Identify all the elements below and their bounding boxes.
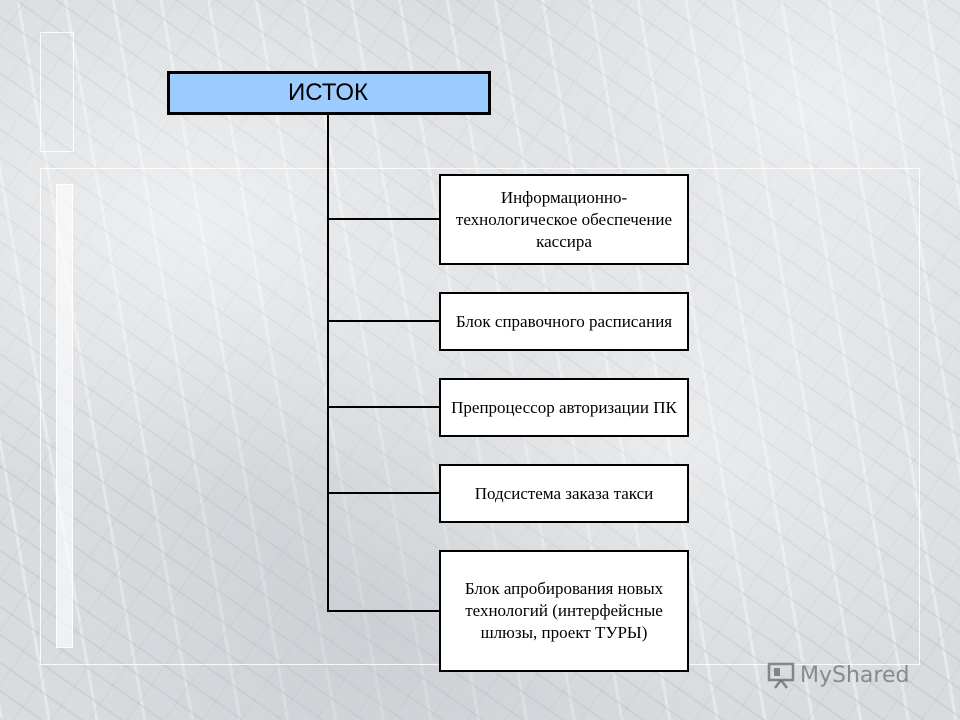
branch-connector-4 (327, 492, 440, 494)
branch-connector-3 (327, 406, 440, 408)
root-node-label: ИСТОК (288, 79, 369, 106)
child-node-label: Подсистема заказа такси (474, 483, 654, 503)
child-node-label: Блок справочного расписания (455, 311, 673, 331)
slide-frame-top (40, 32, 74, 152)
branch-connector-2 (327, 320, 440, 322)
child-node-taxi: Подсистема заказа такси (439, 464, 689, 523)
child-node-timetable: Блок справочного расписания (439, 292, 689, 351)
presentation-icon (767, 662, 795, 689)
child-node-label: Блок апробирования новых технологий (инт… (464, 579, 664, 642)
child-node-new-tech: Блок апробирования новых технологий (инт… (439, 550, 689, 672)
watermark-text: MyShared (800, 662, 910, 688)
trunk-connector (327, 115, 329, 612)
child-node-label: Информационно-технологическое обеспечени… (455, 187, 673, 251)
slide-decor-bar (56, 184, 73, 648)
child-node-preprocessor: Препроцессор авторизации ПК (439, 378, 689, 437)
root-node: ИСТОК (167, 71, 491, 115)
watermark-logo: MyShared (766, 656, 909, 694)
child-node-label: Препроцессор авторизации ПК (451, 397, 677, 417)
child-node-cashier-support: Информационно-технологическое обеспечени… (439, 174, 689, 265)
branch-connector-1 (327, 218, 440, 220)
branch-connector-5 (327, 610, 440, 612)
